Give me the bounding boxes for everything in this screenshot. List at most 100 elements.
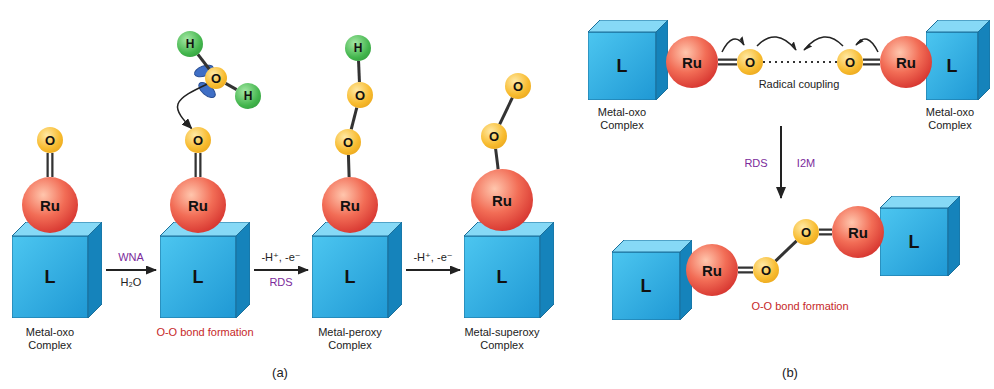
panel-label-box: (b) [782,366,798,381]
atom-symbol: Ru [340,198,360,213]
cube-front-face [312,236,388,318]
single-bond [351,108,357,130]
electron-fishhook [804,37,843,50]
atom-symbol: L [617,57,628,75]
hydrogen-atom: H [177,31,203,57]
ligand-cube: L [160,222,250,318]
ligand-cube: L [612,240,692,320]
atom-symbol: L [193,268,204,286]
oxygen-atom: O [737,49,763,75]
rds-label-box: RDS [744,157,767,170]
oxygen-atom: O [205,67,227,89]
electron-fishhook [722,39,744,52]
reaction-arrow [254,269,308,271]
panel-label: (a) [272,366,288,381]
reagent-label-box: -H⁺, -e⁻ [261,251,300,264]
reagent-label: H₂O [121,276,142,289]
double-bond-gap [718,61,737,64]
atom-symbol: O [193,134,203,147]
cube-shape [160,222,250,318]
cube-shape [588,20,668,100]
atom-symbol: L [641,277,652,295]
rds-label-box: RDS [269,276,292,289]
reagent-label: WNA [118,251,144,264]
reaction-arrow [406,269,460,271]
panel-label-box: (a) [272,366,288,381]
ruthenium-atom: Ru [686,244,738,296]
cube-front-face [12,236,88,318]
reagent-label-box: -H⁺, -e⁻ [413,251,452,264]
ligand-cube: L [12,222,102,318]
cube-front-face [160,236,236,318]
electron-fishhook [757,37,796,50]
step-caption-box: Radical coupling [759,78,840,91]
double-bond-gap [49,153,52,177]
ruthenium-atom: Ru [666,36,718,88]
atom-symbol: Ru [702,263,722,278]
step-caption: O-O bond formation [156,326,253,339]
cube-top-face [12,222,102,236]
cube-side-face [388,222,402,318]
panel-label: (b) [782,366,798,381]
ruthenium-atom: Ru [322,177,378,233]
atom-symbol: Ru [188,198,208,213]
oxygen-atom: O [753,257,779,283]
attack-arrow [178,84,207,128]
hydrogen-atom: H [235,83,261,109]
double-bond [738,267,753,274]
ligand-cube: L [464,222,554,318]
atom-symbol: O [45,134,55,147]
atom-symbol: H [354,42,363,54]
double-bond [195,153,202,177]
complex-caption: Metal-superoxy Complex [456,326,548,351]
cube-shape [612,240,692,320]
cube-front-face [464,236,540,318]
atom-symbol: Ru [492,193,512,208]
cube-shape [312,222,402,318]
complex-caption: Metal-peroxy Complex [308,326,392,351]
oxygen-atom: O [837,49,863,75]
double-bond [863,59,880,66]
ruthenium-atom: Ru [832,206,884,258]
ruthenium-atom: Ru [170,177,226,233]
cube-side-face [948,196,960,276]
radical-coupling-line [763,61,837,63]
oxygen-atom: O [335,129,361,155]
oxygen-atom: O [347,82,373,108]
atom-symbol: Ru [40,198,60,213]
oxygen-atom: O [185,127,211,153]
double-bond-gap [863,61,880,64]
ruthenium-atom: Ru [880,36,932,88]
atom-symbol: Ru [848,225,868,240]
cube-shape [926,20,990,100]
step-caption: Radical coupling [759,78,840,91]
double-bond-gap [819,231,832,234]
single-bond [775,241,796,261]
cube-shape [12,222,102,318]
double-bond-gap [197,153,200,177]
single-bond [357,61,361,82]
reagent-label-box: WNA [118,251,144,264]
ruthenium-atom: Ru [471,169,533,231]
cube-top-face [880,196,960,208]
atom-symbol: O [745,56,755,69]
mechanism-label-box: I2M [797,157,815,170]
single-bond [496,149,499,169]
single-bond [500,98,513,125]
atom-symbol: H [244,90,253,102]
double-bond-gap [738,269,753,272]
atom-symbol: O [513,80,523,93]
oxygen-atom: O [37,127,63,153]
atom-symbol: L [345,268,356,286]
oxygen-atom: O [505,73,531,99]
single-bond [347,155,351,177]
ligand-cube: L [588,20,668,100]
complex-caption: Metal-oxo Complex [580,106,664,131]
atom-symbol: O [761,264,771,277]
double-bond [718,59,737,66]
complex-caption-box: Metal-peroxy Complex [308,326,392,351]
atom-symbol: O [489,130,499,143]
reaction-arrow [106,269,156,271]
step-caption-box: O-O bond formation [751,300,848,313]
